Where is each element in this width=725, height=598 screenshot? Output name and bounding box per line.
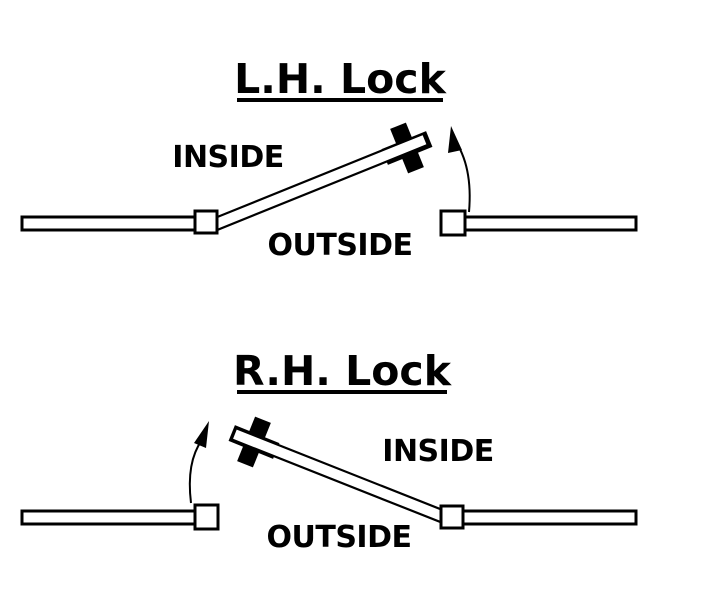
lh-strike-jamb (439, 209, 467, 237)
lh-lock-title: L.H. Lock (234, 55, 447, 103)
lh-outside-label: OUTSIDE (268, 228, 413, 263)
rh-inside-label: INSIDE (382, 434, 493, 469)
lh-lock-diagram: L.H. Lock INSIDE O (20, 55, 638, 263)
rh-lock-title: R.H. Lock (233, 347, 453, 395)
rh-hinge-jamb (439, 504, 465, 530)
lh-inside-label: INSIDE (172, 140, 283, 175)
rh-lock-diagram: R.H. Lock INSIDE O (20, 347, 638, 555)
rh-right-wall (461, 509, 638, 526)
lh-left-wall (20, 215, 197, 232)
lh-right-wall (463, 215, 638, 232)
swing-arrow-icon (188, 421, 209, 504)
rh-outside-label: OUTSIDE (267, 520, 412, 555)
lh-hinge-jamb (193, 209, 219, 235)
rh-left-wall (20, 509, 197, 526)
swing-arrow-icon (448, 126, 471, 213)
rh-strike-jamb (193, 503, 220, 531)
